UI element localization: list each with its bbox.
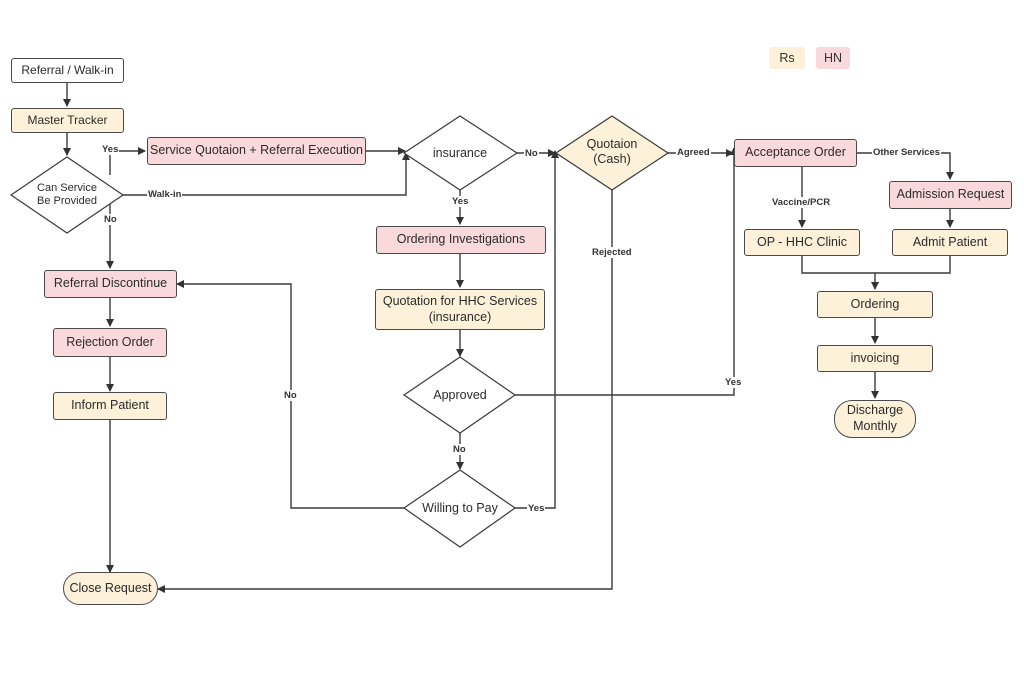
ordering-node: Ordering: [817, 291, 933, 318]
legend-hn: HN: [816, 47, 850, 69]
edge-label-yes-willing: Yes: [527, 503, 546, 514]
edge-label-yes-insurance: Yes: [451, 196, 470, 207]
master-tracker-node: Master Tracker: [11, 108, 124, 133]
edge-canservice-walkin: [122, 152, 410, 196]
edge-label-yes-approved: Yes: [724, 377, 743, 388]
admit-patient-node: Admit Patient: [892, 229, 1008, 256]
discharge-monthly-node: Discharge Monthly: [834, 400, 916, 438]
quotation-cash-diamond: [554, 115, 670, 191]
edge-label-agreed: Agreed: [676, 147, 711, 158]
edge-label-no-approved: No: [452, 444, 467, 455]
quotation-cash-label: Quotaion (Cash): [586, 137, 638, 166]
legend-rs: Rs: [769, 47, 805, 69]
approved-label: Approved: [433, 387, 487, 402]
insurance-label: insurance: [432, 145, 488, 160]
edge-label-yes-service: Yes: [101, 144, 120, 155]
edge-approved-yes: [515, 147, 738, 396]
willing-to-pay-diamond: [402, 469, 517, 548]
willing-to-pay-label: Willing to Pay: [422, 500, 498, 515]
quotation-hhc-node: Quotation for HHC Services (insurance): [375, 289, 545, 330]
edge-label-other-services: Other Services: [872, 147, 942, 158]
edge-label-walk-in: Walk-in: [147, 189, 183, 200]
acceptance-order-node: Acceptance Order: [734, 139, 857, 167]
service-quotation-node: Service Quotaion + Referral Execution: [147, 137, 366, 165]
edge-cash-rejected: [157, 190, 613, 593]
close-request-node: Close Request: [63, 572, 158, 605]
edge-label-no-willing: No: [283, 390, 298, 401]
invoicing-node: invoicing: [817, 345, 933, 372]
edge-label-rejected: Rejected: [591, 247, 633, 258]
insurance-diamond: [402, 115, 519, 191]
op-hhc-clinic-node: OP - HHC Clinic: [744, 229, 860, 256]
edge-label-no-service: No: [103, 214, 118, 225]
edge-admit-to-ordering: [875, 256, 951, 274]
rejection-order-node: Rejection Order: [53, 328, 167, 357]
inform-patient-node: Inform Patient: [53, 392, 167, 420]
ordering-investigations-node: Ordering Investigations: [376, 226, 546, 254]
can-service-diamond: [9, 156, 125, 234]
edge-label-vaccine-pcr: Vaccine/PCR: [771, 197, 832, 208]
referral-walkin-node: Referral / Walk-in: [11, 58, 124, 83]
can-service-label: Can Service Be Provided: [37, 181, 97, 207]
edge-label-no-insurance: No: [524, 148, 539, 159]
edge-op-to-ordering: [801, 256, 879, 290]
referral-discontinue-node: Referral Discontinue: [44, 270, 177, 298]
admission-request-node: Admission Request: [889, 181, 1012, 209]
approved-diamond: [402, 356, 517, 434]
